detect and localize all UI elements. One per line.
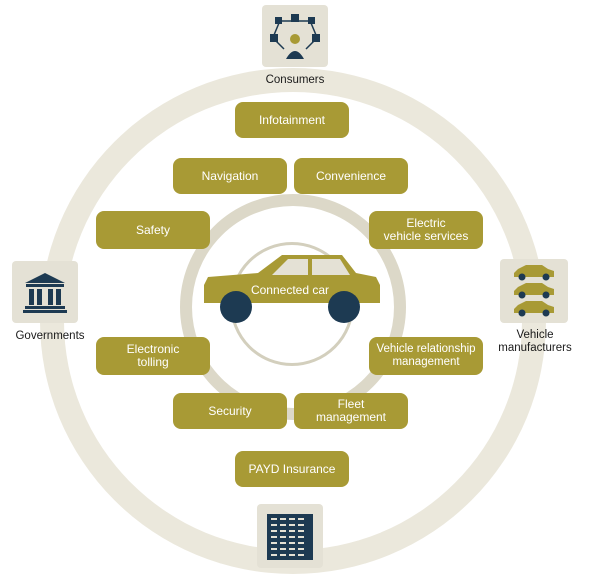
convenience-pill: Convenience	[294, 158, 408, 194]
vehicle-relationship-management-line-1: Vehicle relationship	[376, 343, 476, 355]
electric-vehicle-services-pill: Electric vehicle services	[369, 211, 483, 249]
electric-vehicle-services-line-1: Electric	[406, 216, 446, 230]
security-label: Security	[208, 403, 252, 418]
electronic-tolling-line-1: Electronic	[126, 342, 180, 356]
vehicle-manufacturers-line-2: manufacturers	[498, 342, 572, 354]
consumers-label: Consumers	[265, 74, 325, 86]
electronic-tolling-line-2: tolling	[137, 355, 169, 369]
people-network-icon	[270, 14, 320, 59]
navigation-pill: Navigation	[173, 158, 287, 194]
vehicle-relationship-management-line-2: management	[392, 356, 460, 368]
security-pill: Security	[173, 393, 287, 429]
electronic-tolling-pill: Electronic tolling	[96, 337, 210, 375]
connected-car-label: Connected car	[250, 283, 330, 297]
vehicle-manufacturers-label: Vehicle manufacturers	[492, 329, 578, 355]
cars-stack-icon	[514, 265, 554, 317]
payd-insurance-pill: PAYD Insurance	[235, 451, 349, 487]
fleet-management-line-1: Fleet	[337, 397, 365, 411]
electric-vehicle-services-line-2: vehicle services	[383, 229, 469, 243]
governments-label: Governments	[15, 330, 85, 342]
payd-insurance-label: PAYD Insurance	[248, 461, 336, 476]
fleet-management-line-2: management	[315, 410, 387, 424]
safety-pill: Safety	[96, 211, 210, 249]
safety-label: Safety	[135, 222, 171, 237]
infotainment-pill: Infotainment	[235, 102, 349, 138]
office-building-icon	[267, 514, 313, 560]
government-building-icon	[23, 273, 67, 313]
car-icon	[204, 255, 380, 323]
convenience-label: Convenience	[315, 168, 387, 183]
navigation-label: Navigation	[201, 168, 259, 183]
fleet-management-pill: Fleet management	[294, 393, 408, 429]
vehicle-manufacturers-line-1: Vehicle	[516, 329, 554, 341]
vehicle-relationship-management-pill: Vehicle relationship management	[369, 337, 483, 375]
infotainment-label: Infotainment	[258, 112, 326, 127]
